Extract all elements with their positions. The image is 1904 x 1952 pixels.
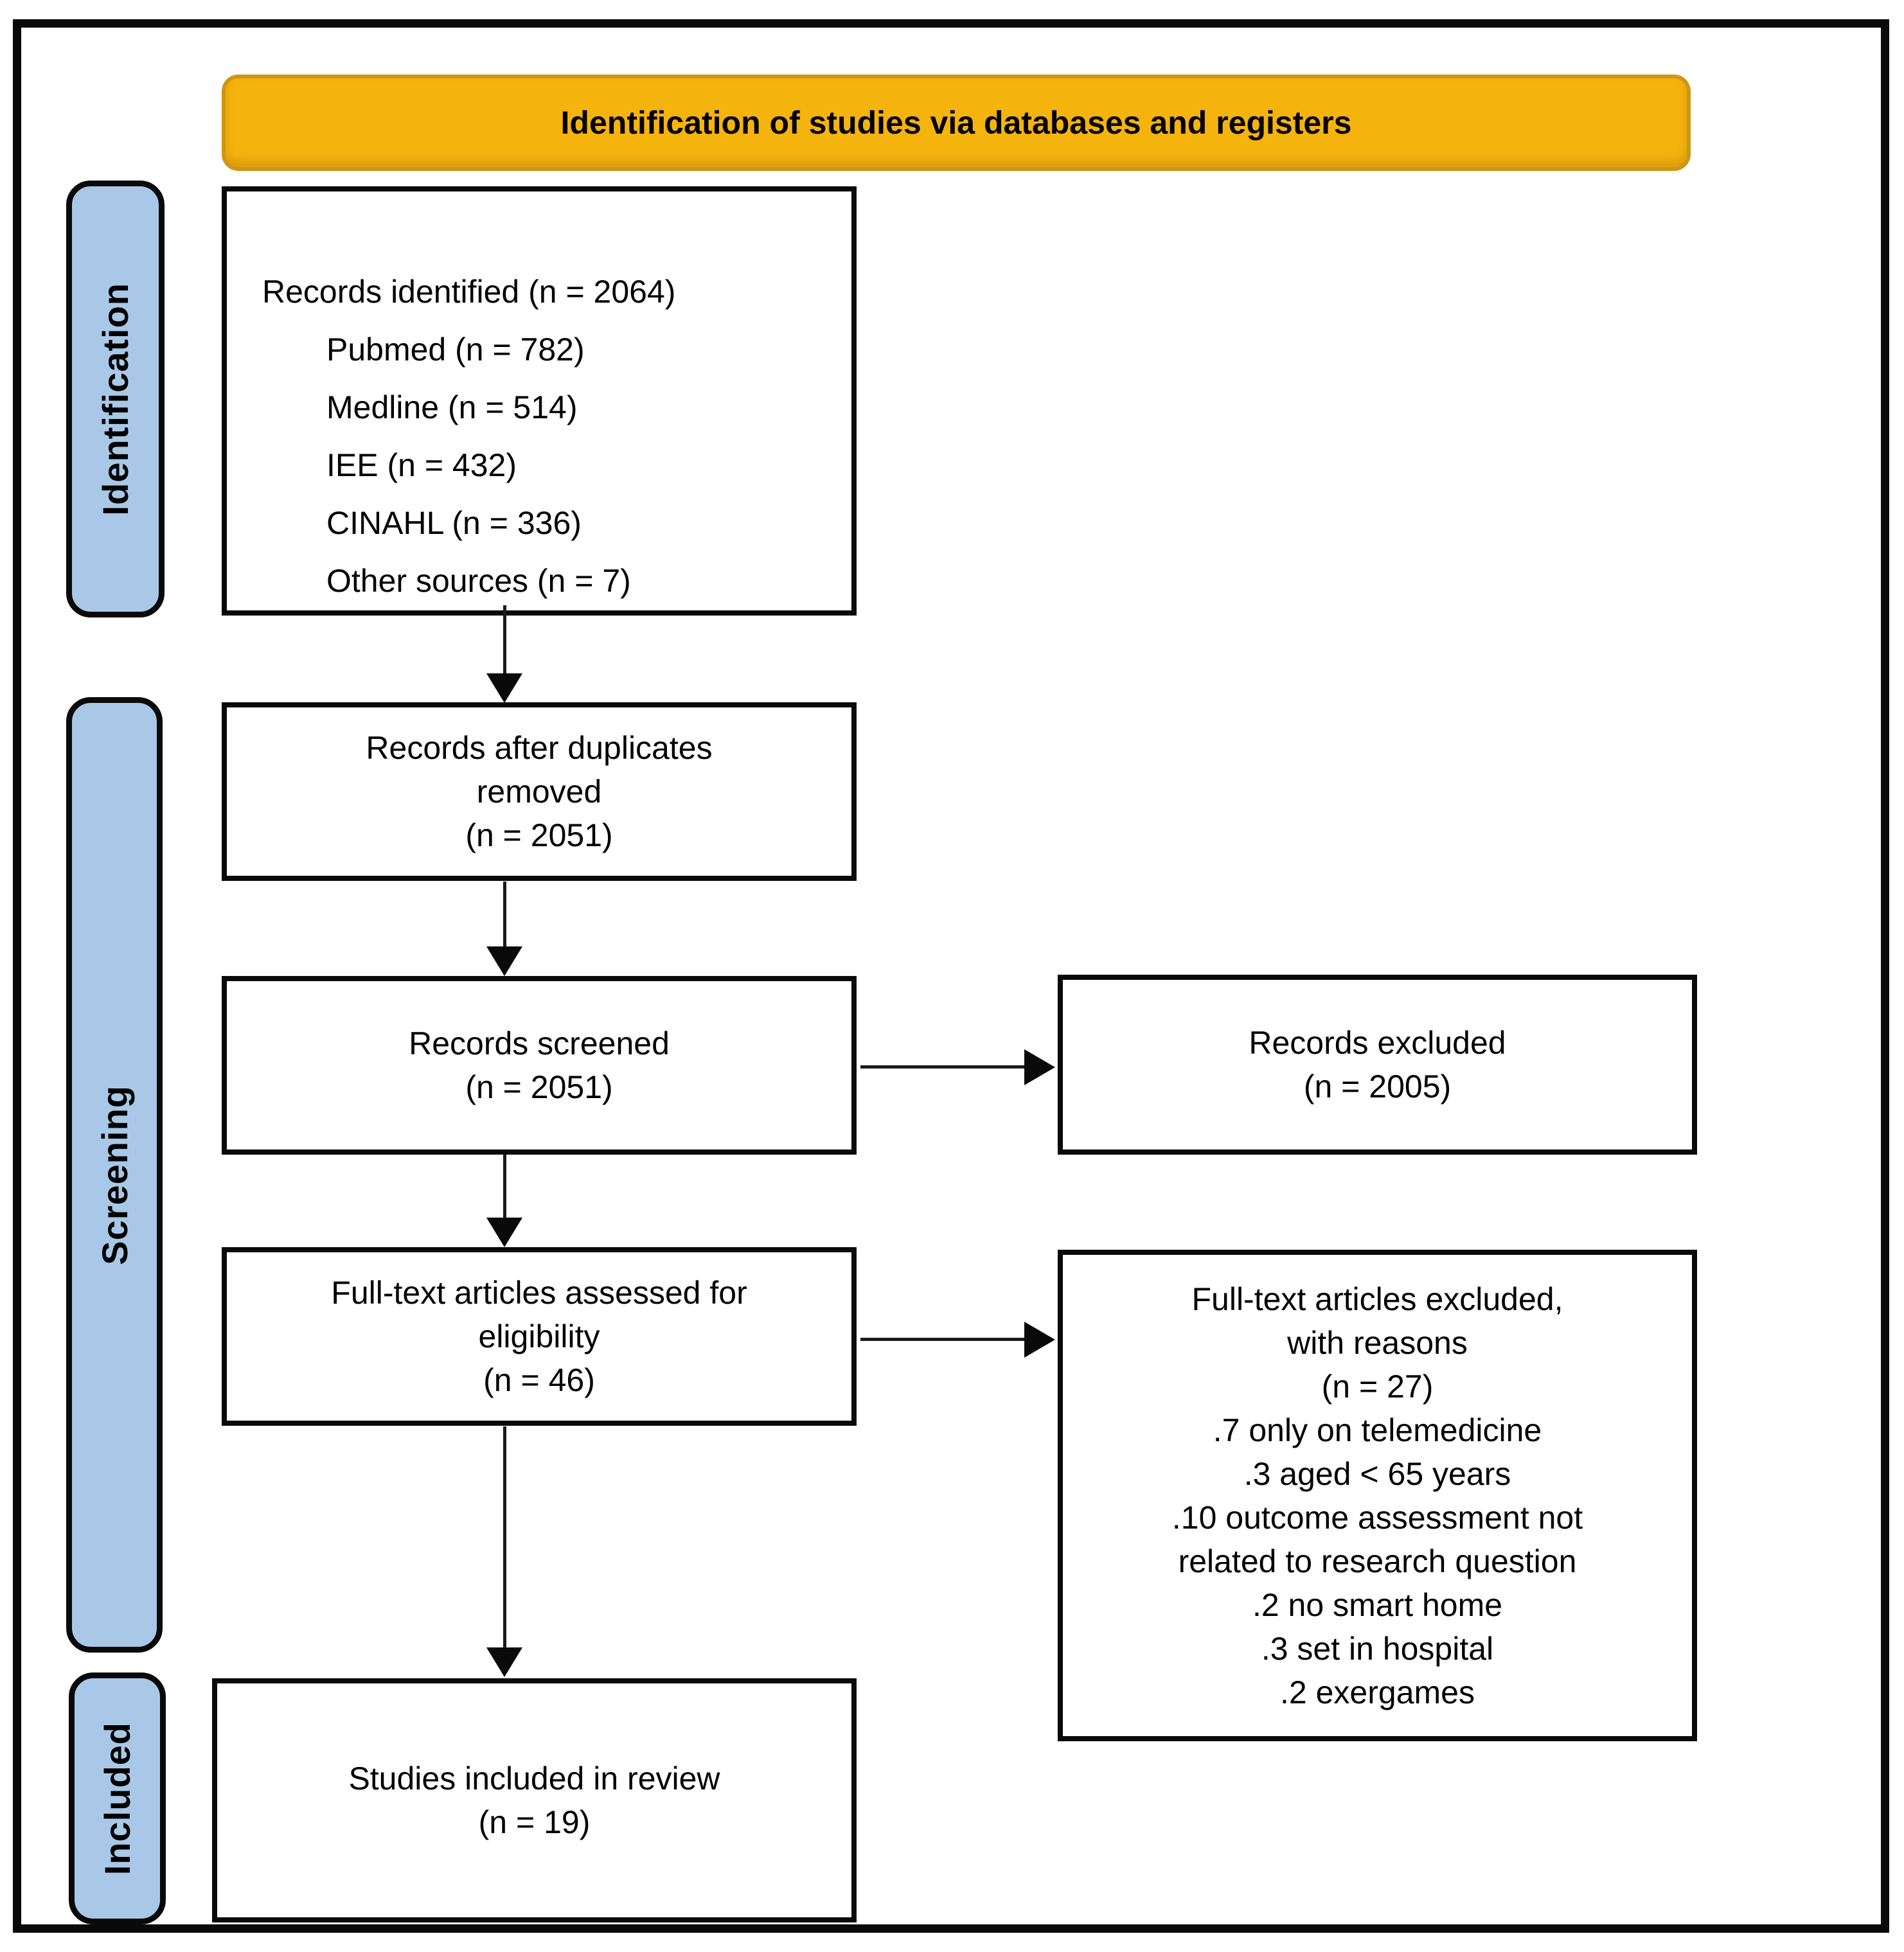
arrow-line-screened-to-fulltext xyxy=(503,1155,506,1220)
box-studies-included: Studies included in review (n = 19) xyxy=(212,1678,857,1922)
box-line: Records after duplicates xyxy=(366,730,713,766)
box-line: (n = 19) xyxy=(478,1804,591,1840)
arrow-head-down-icon xyxy=(486,1647,522,1677)
box-line: .2 no smart home xyxy=(1252,1586,1503,1623)
stage-label-screening: Screening xyxy=(66,697,163,1653)
box-records-excluded: Records excluded (n = 2005) xyxy=(1058,975,1697,1155)
box-line: eligibility xyxy=(478,1318,600,1354)
box-line: (n = 27) xyxy=(1321,1368,1434,1405)
box-line: .3 set in hospital xyxy=(1261,1630,1494,1667)
box-line: (n = 46) xyxy=(483,1362,595,1398)
stage-label-screening-text: Screening xyxy=(94,1085,135,1265)
box-line: (n = 2051) xyxy=(465,1069,613,1105)
records-identified-source: Medline (n = 514) xyxy=(326,389,578,425)
records-identified-source: IEE (n = 432) xyxy=(326,447,517,483)
records-identified-source: Pubmed (n = 782) xyxy=(326,332,585,368)
box-line: related to research question xyxy=(1178,1543,1577,1579)
box-line: Records screened xyxy=(409,1025,670,1061)
box-line: .7 only on telemedicine xyxy=(1213,1412,1542,1448)
box-line: removed xyxy=(476,774,602,810)
diagram-title-banner: Identification of studies via databases … xyxy=(222,75,1691,171)
box-line: Studies included in review xyxy=(348,1761,720,1797)
box-line: .2 exergames xyxy=(1280,1674,1475,1710)
arrow-line-screened-to-excluded xyxy=(860,1065,1026,1069)
stage-label-identification-text: Identification xyxy=(95,282,136,516)
box-duplicates-removed: Records after duplicates removed (n = 20… xyxy=(222,702,857,881)
box-line: .10 outcome assessment not xyxy=(1171,1499,1583,1536)
diagram-title: Identification of studies via databases … xyxy=(560,105,1352,141)
box-line: Records excluded xyxy=(1249,1025,1506,1061)
box-line: Full-text articles assessed for xyxy=(331,1275,747,1311)
arrow-line-fulltext-to-included xyxy=(503,1426,506,1650)
box-records-identified: Records identified (n = 2064) Pubmed (n … xyxy=(222,186,857,616)
arrow-line-duplicates-to-screened xyxy=(503,882,506,949)
arrow-head-down-icon xyxy=(486,673,522,703)
box-records-screened: Records screened (n = 2051) xyxy=(222,976,857,1155)
arrow-head-down-icon xyxy=(486,1218,522,1247)
box-line: with reasons xyxy=(1287,1324,1468,1361)
records-identified-source: Other sources (n = 7) xyxy=(326,563,631,599)
stage-label-included-text: Included xyxy=(97,1721,138,1876)
arrow-line-identified-to-duplicates xyxy=(503,605,506,676)
arrow-line-fulltext-to-ft-excluded xyxy=(860,1338,1026,1341)
records-identified-source: CINAHL (n = 336) xyxy=(326,505,582,541)
arrow-head-right-icon xyxy=(1024,1049,1055,1085)
box-line: (n = 2051) xyxy=(465,817,613,853)
arrow-head-down-icon xyxy=(486,946,522,976)
box-line: Full-text articles excluded, xyxy=(1191,1281,1563,1317)
stage-label-identification: Identification xyxy=(66,181,165,617)
records-identified-title: Records identified (n = 2064) xyxy=(262,274,676,310)
box-fulltext-excluded: Full-text articles excluded, with reason… xyxy=(1058,1250,1697,1741)
stage-label-included: Included xyxy=(69,1673,166,1924)
arrow-head-right-icon xyxy=(1024,1322,1055,1358)
box-fulltext-assessed: Full-text articles assessed for eligibil… xyxy=(222,1247,857,1426)
box-line: (n = 2005) xyxy=(1303,1069,1452,1105)
box-line: .3 aged < 65 years xyxy=(1243,1455,1511,1492)
